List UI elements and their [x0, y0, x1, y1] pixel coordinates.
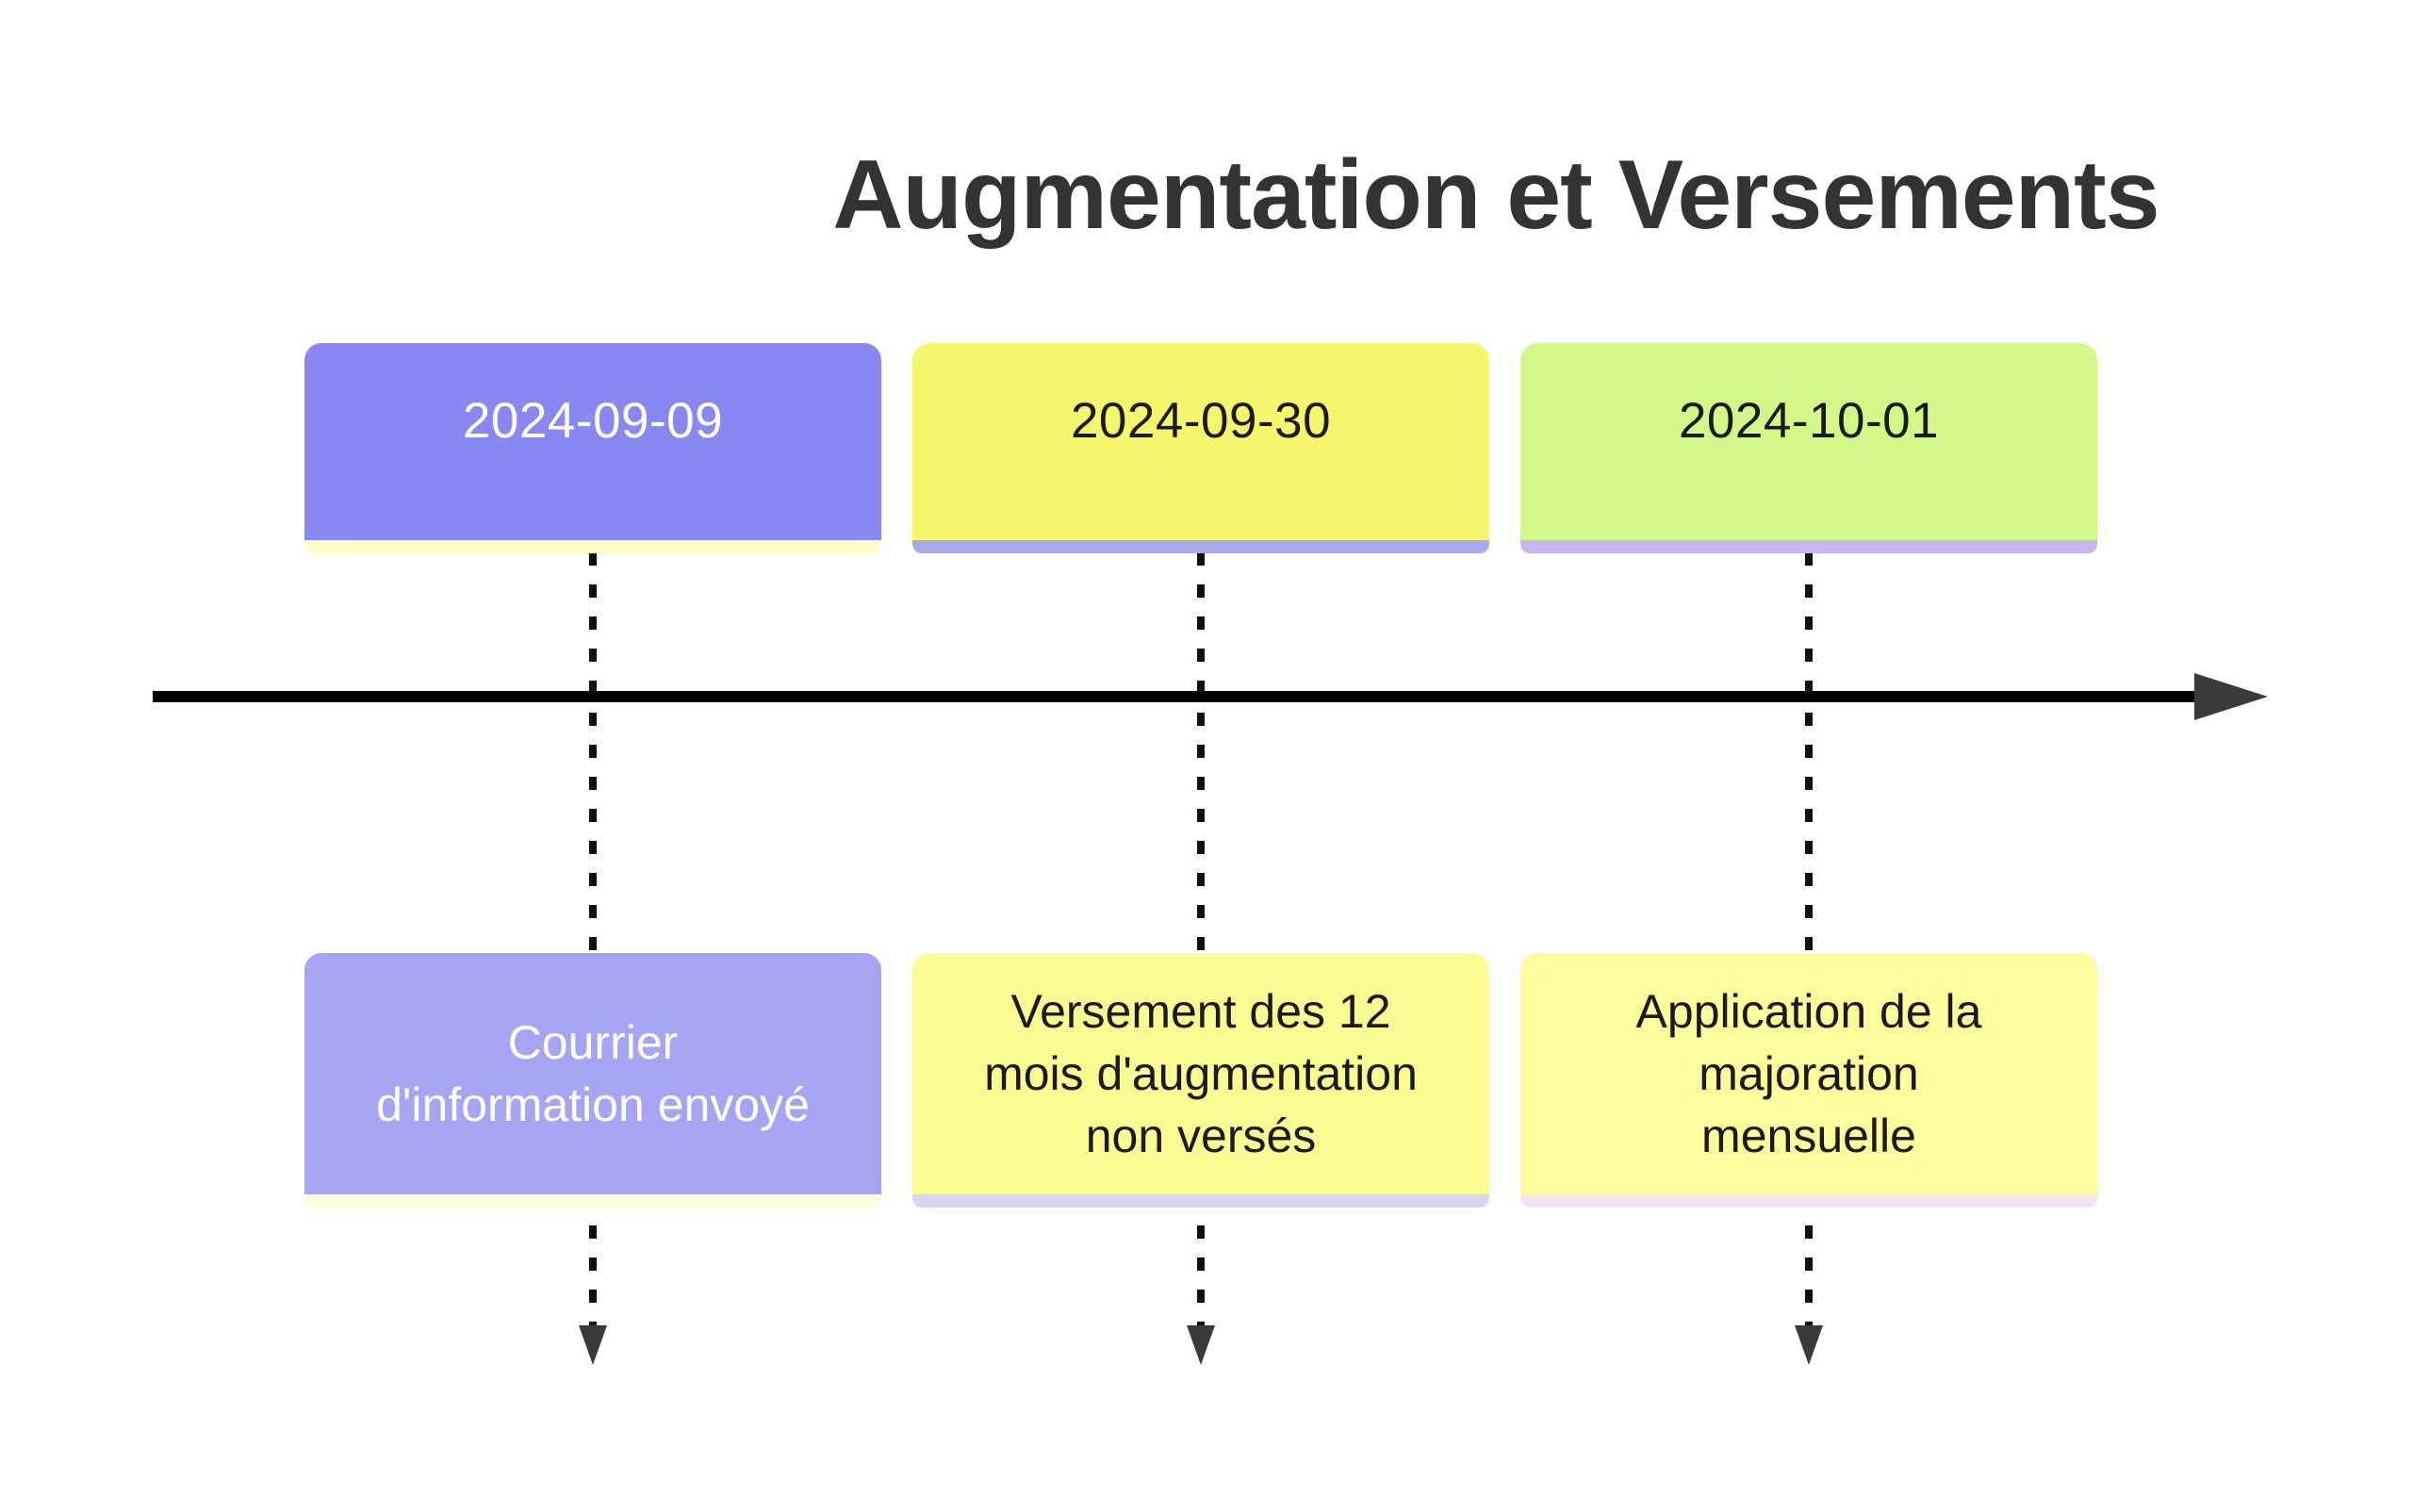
- event-3-description-line: Application de la: [1635, 985, 1982, 1038]
- event-3-date-box: 2024-10-01: [1520, 343, 2097, 553]
- event-2-description-line: Versement des 12: [1010, 985, 1391, 1038]
- event-2-description-line: non versés: [1085, 1109, 1317, 1162]
- event-1-description-box: Courrier d'information envoyé: [304, 953, 881, 1208]
- event-1-date: 2024-09-09: [462, 393, 724, 449]
- event-3-down-arrowhead-icon: [1795, 1325, 1823, 1365]
- diagram-title: Augmentation et Versements: [832, 140, 2159, 250]
- event-1-description-line: d'information envoyé: [376, 1078, 810, 1131]
- timeline-axis-arrowhead-icon: [2194, 673, 2268, 720]
- event-2-connector-dashed-line: [1197, 552, 1205, 1326]
- event-2-down-arrowhead-icon: [1187, 1325, 1215, 1365]
- event-3-connector-dashed-line: [1805, 552, 1813, 1326]
- event-1-connector-dashed-line: [589, 552, 597, 1326]
- event-3-description-box: Application de la majoration mensuelle: [1520, 953, 2097, 1208]
- event-3-date: 2024-10-01: [1678, 393, 1940, 449]
- event-3-description-line: mensuelle: [1701, 1109, 1916, 1162]
- event-1-down-arrowhead-icon: [579, 1325, 607, 1365]
- event-2-description-line: mois d'augmentation: [984, 1047, 1418, 1100]
- event-2-date: 2024-09-30: [1070, 393, 1332, 449]
- event-2-date-box: 2024-09-30: [912, 343, 1489, 553]
- event-2-description-box: Versement des 12 mois d'augmentation non…: [912, 953, 1489, 1208]
- timeline-axis: [153, 691, 2196, 702]
- event-1-description-line: Courrier: [507, 1016, 679, 1069]
- event-3-description-line: majoration: [1699, 1047, 1919, 1100]
- event-1-date-box: 2024-09-09: [304, 343, 881, 553]
